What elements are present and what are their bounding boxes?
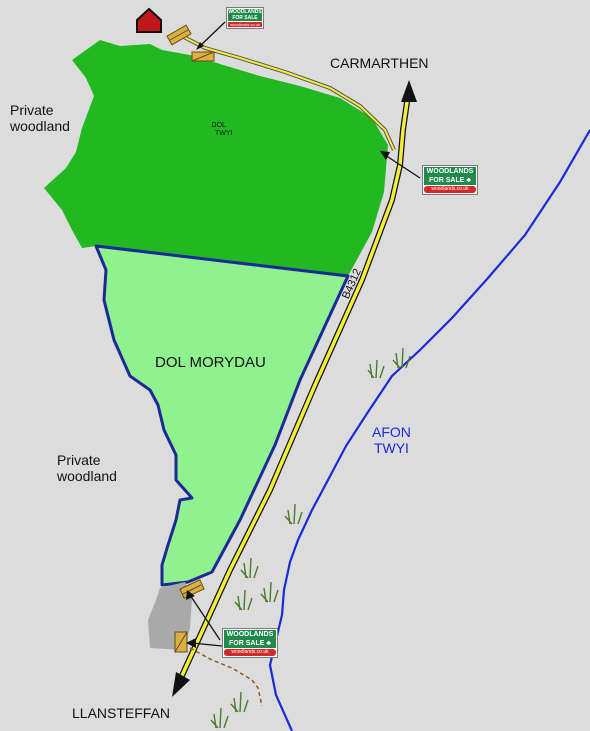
gate-icon[interactable] [191,51,215,62]
gate-icon[interactable] [174,631,188,653]
tree-icon: ♣ [466,177,471,184]
pointer-line [384,154,421,179]
arrow-up-icon [401,80,417,102]
footpath-line [189,647,263,707]
sign-icon: WOODLANDS FOR SALE woodlands.co.uk [226,7,264,29]
pointer-line [189,594,221,641]
road-fill [178,94,410,681]
grass-icon [240,557,259,579]
pointer-arrow-icon [380,151,390,160]
track-fill [179,34,395,151]
sign-icon: WOODLANDS FOR SALE♣ woodlands.co.uk [422,165,478,195]
carmarthen-label: CARMARTHEN [330,55,429,71]
grass-icon [392,347,411,369]
river-label: AFON TWYI [372,424,411,457]
gate-icon[interactable] [166,24,192,46]
pointer-arrow-icon [186,590,195,600]
grass-icon [210,707,229,729]
grass-icon [284,503,303,525]
llansteffan-label: LLANSTEFFAN [72,705,171,721]
dol-morydau-label: DOL MORYDAU [155,354,266,371]
tree-icon: ♣ [266,640,271,647]
grass-icon [234,589,253,611]
house-icon [136,7,162,33]
dol-morydau-area[interactable] [94,244,350,587]
pointer-line [199,21,226,47]
grass-icon [260,581,279,603]
grass-icon [230,691,249,713]
sign-icon: WOODLANDS FOR SALE♣ woodlands.co.uk [222,628,278,658]
dol-twyi-label: DOL TWYI [211,122,233,138]
arrow-down-icon [172,672,190,697]
pointer-arrow-icon [186,638,196,648]
pointer-line [191,642,223,647]
private-woodland-label: Private woodland [57,452,117,485]
gate-icon[interactable] [179,579,205,599]
grass-icon [367,359,385,379]
private-woodland-label: Private woodland [10,102,70,135]
pointer-arrow-icon [196,42,204,50]
dol-twyi-area[interactable] [44,40,388,276]
